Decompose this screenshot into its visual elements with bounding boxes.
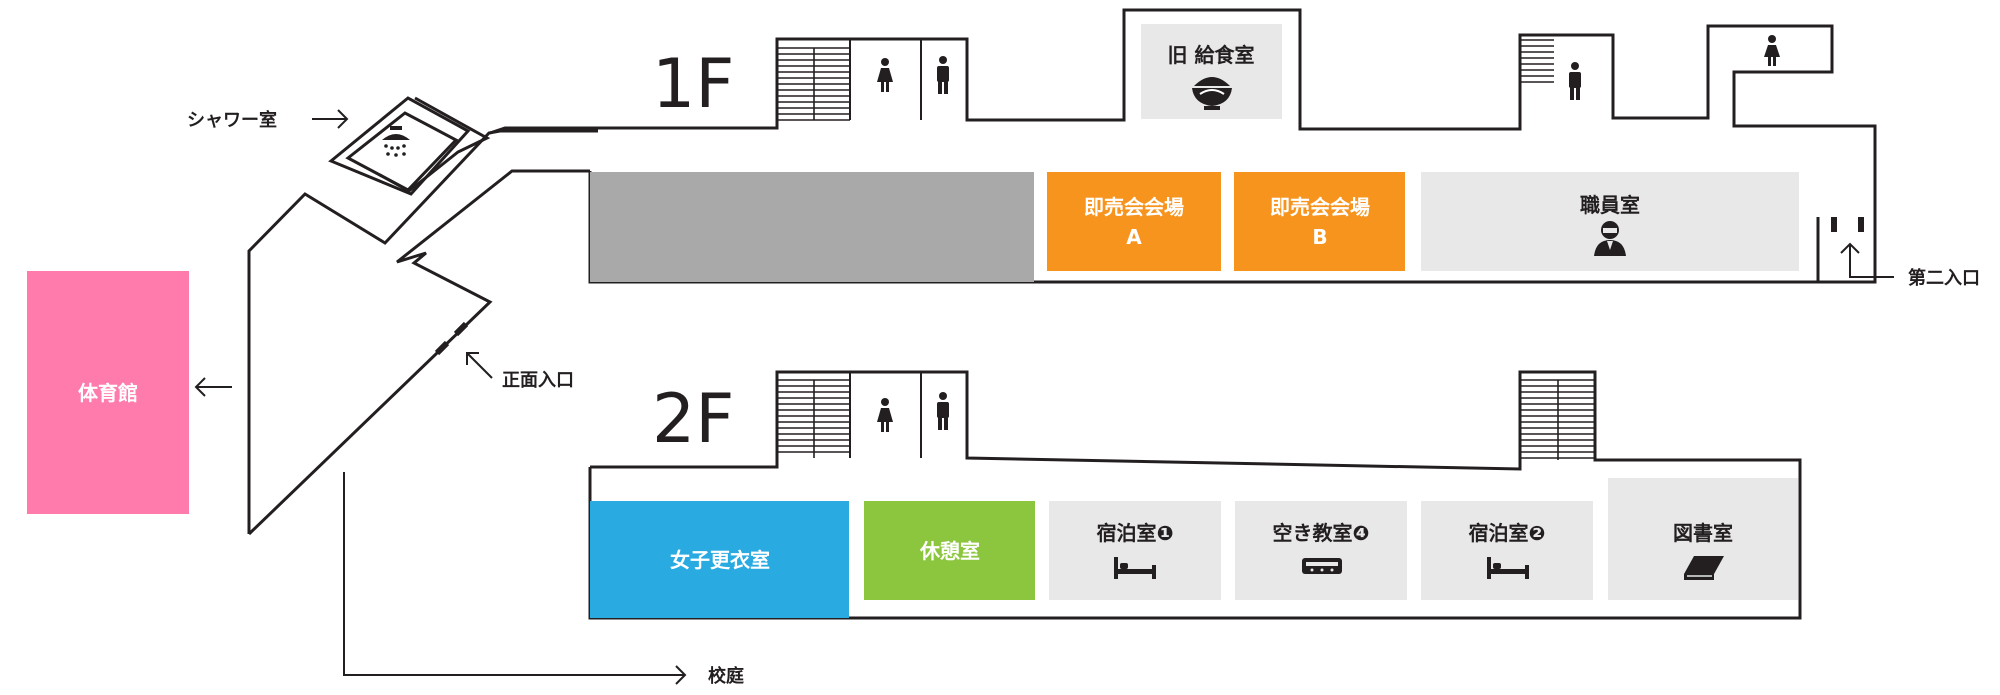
gymnasium-label: 体育館 — [78, 381, 138, 405]
bed-icon — [1114, 557, 1156, 579]
gray-block-1f — [590, 172, 1034, 282]
gym-arrow-icon — [194, 377, 232, 397]
stairs-icon — [778, 379, 850, 458]
stairs-icon — [1521, 39, 1554, 83]
sales-venue-a-room[interactable] — [1047, 172, 1221, 271]
schoolyard-arrow-icon — [343, 472, 687, 685]
lodging-room-2[interactable] — [1421, 501, 1593, 600]
staff-room-label: 職員室 — [1580, 193, 1640, 217]
stairs-icon — [1521, 379, 1595, 460]
shower-arrow-icon — [312, 109, 349, 129]
female-toilet-icon — [1764, 35, 1780, 66]
rest-room-label: 休憩室 — [919, 539, 980, 563]
walkway-inner-outline — [247, 169, 588, 536]
second-entrance-arrow-icon — [1840, 242, 1894, 278]
second-entrance-door — [1831, 217, 1864, 232]
desk-icon — [1302, 558, 1342, 574]
sales-venue-a-label: 即売会会場 — [1084, 195, 1184, 219]
male-toilet-icon — [1569, 62, 1581, 100]
building-outline-1f — [505, 8, 1877, 284]
shower-room-label: シャワー室 — [187, 109, 277, 131]
lodging-room-2-label: 宿泊室❷ — [1469, 521, 1546, 545]
shower-room[interactable] — [328, 96, 491, 196]
gymnasium-block[interactable] — [27, 271, 189, 514]
walkway-outline — [247, 129, 598, 534]
second-entrance-label: 第二入口 — [1908, 267, 1980, 289]
shower-icon — [382, 126, 410, 157]
female-toilet-icon — [877, 398, 893, 432]
womens-changing-room[interactable] — [590, 501, 849, 618]
floor-label-2f: 2F — [652, 380, 734, 459]
front-entrance-arrow-icon — [466, 352, 493, 379]
sales-venue-b-sub: B — [1312, 225, 1327, 249]
building-outline-2f — [588, 370, 1802, 620]
front-entrance-door — [434, 321, 469, 356]
front-entrance-label: 正面入口 — [502, 370, 574, 391]
rest-room[interactable] — [864, 501, 1035, 600]
lodging-room-1[interactable] — [1049, 501, 1221, 600]
male-toilet-icon — [937, 392, 949, 430]
womens-changing-label: 女子更衣室 — [670, 548, 770, 572]
sales-venue-b-room[interactable] — [1234, 172, 1405, 271]
staff-person-icon — [1594, 221, 1626, 256]
sales-venue-b-label: 即売会会場 — [1270, 195, 1370, 219]
vacant-classroom-4-label: 空き教室❹ — [1273, 521, 1370, 545]
schoolyard-label: 校庭 — [708, 665, 744, 687]
stairs-icon — [778, 47, 850, 121]
floor-label-1f: 1F — [652, 45, 734, 124]
bed-icon — [1487, 557, 1529, 579]
vacant-classroom-4[interactable] — [1235, 501, 1407, 600]
lodging-room-1-label: 宿泊室❶ — [1097, 521, 1174, 545]
sales-venue-a-sub: A — [1126, 225, 1142, 249]
book-icon — [1684, 556, 1724, 580]
rice-bowl-icon — [1192, 77, 1232, 110]
library-label: 図書室 — [1673, 521, 1733, 545]
female-toilet-icon — [877, 58, 893, 92]
old-kitchen-label: 旧 給食室 — [1168, 43, 1255, 67]
male-toilet-icon — [937, 56, 949, 94]
